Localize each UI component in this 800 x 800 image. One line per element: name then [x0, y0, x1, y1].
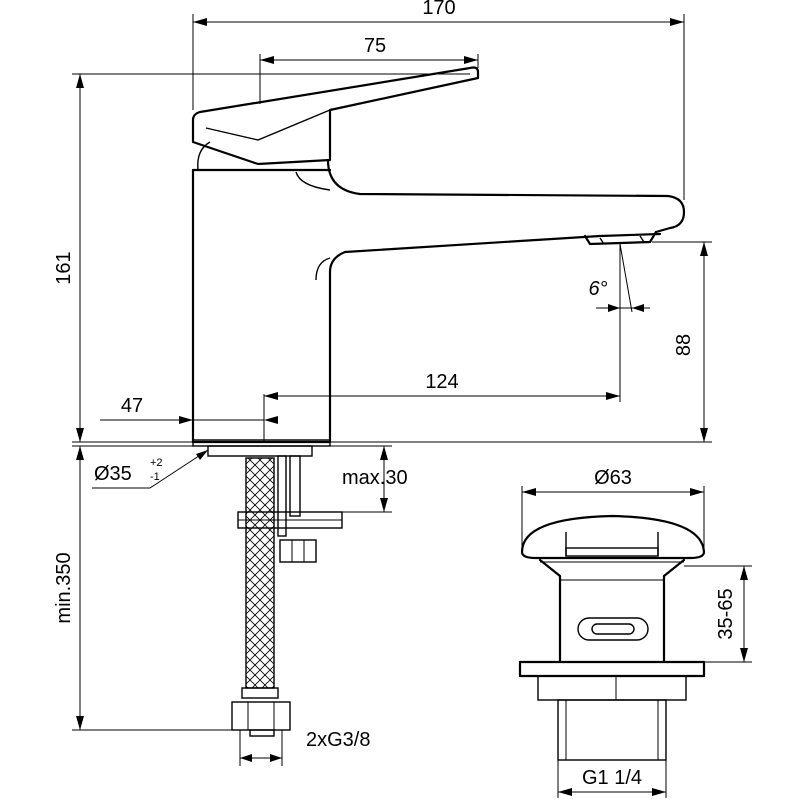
dimension-labels: 170 75 161 88 124 47 6° Ø35 +2 -1 max.30… — [53, 0, 737, 789]
dim-spout-height: 88 — [673, 334, 695, 356]
dim-spout-reach: 124 — [425, 371, 458, 393]
dim-base-diameter: Ø35 — [94, 463, 132, 485]
waste-valve — [518, 514, 706, 761]
dim-hose-thread: 2xG3/8 — [306, 729, 370, 751]
supply-hose — [231, 457, 291, 737]
dim-body-offset: 47 — [121, 395, 143, 417]
dim-waste-range: 35-65 — [715, 588, 737, 639]
dim-lever-length: 75 — [364, 35, 386, 57]
dim-max-thickness: max.30 — [342, 467, 408, 489]
dim-total-width: 170 — [422, 0, 455, 19]
dim-height: 161 — [53, 251, 75, 284]
dim-base-tol-plus: +2 — [150, 457, 163, 469]
dim-waste-thread: G1 1/4 — [582, 767, 642, 789]
dim-waste-diameter: Ø63 — [594, 467, 632, 489]
faucet-body — [191, 66, 686, 457]
dimension-lines — [72, 14, 752, 798]
dim-spout-angle: 6° — [588, 278, 607, 300]
dim-base-tol-minus: -1 — [150, 471, 160, 483]
dim-hose-length: min.350 — [53, 552, 75, 623]
mounting-parts — [237, 455, 343, 563]
